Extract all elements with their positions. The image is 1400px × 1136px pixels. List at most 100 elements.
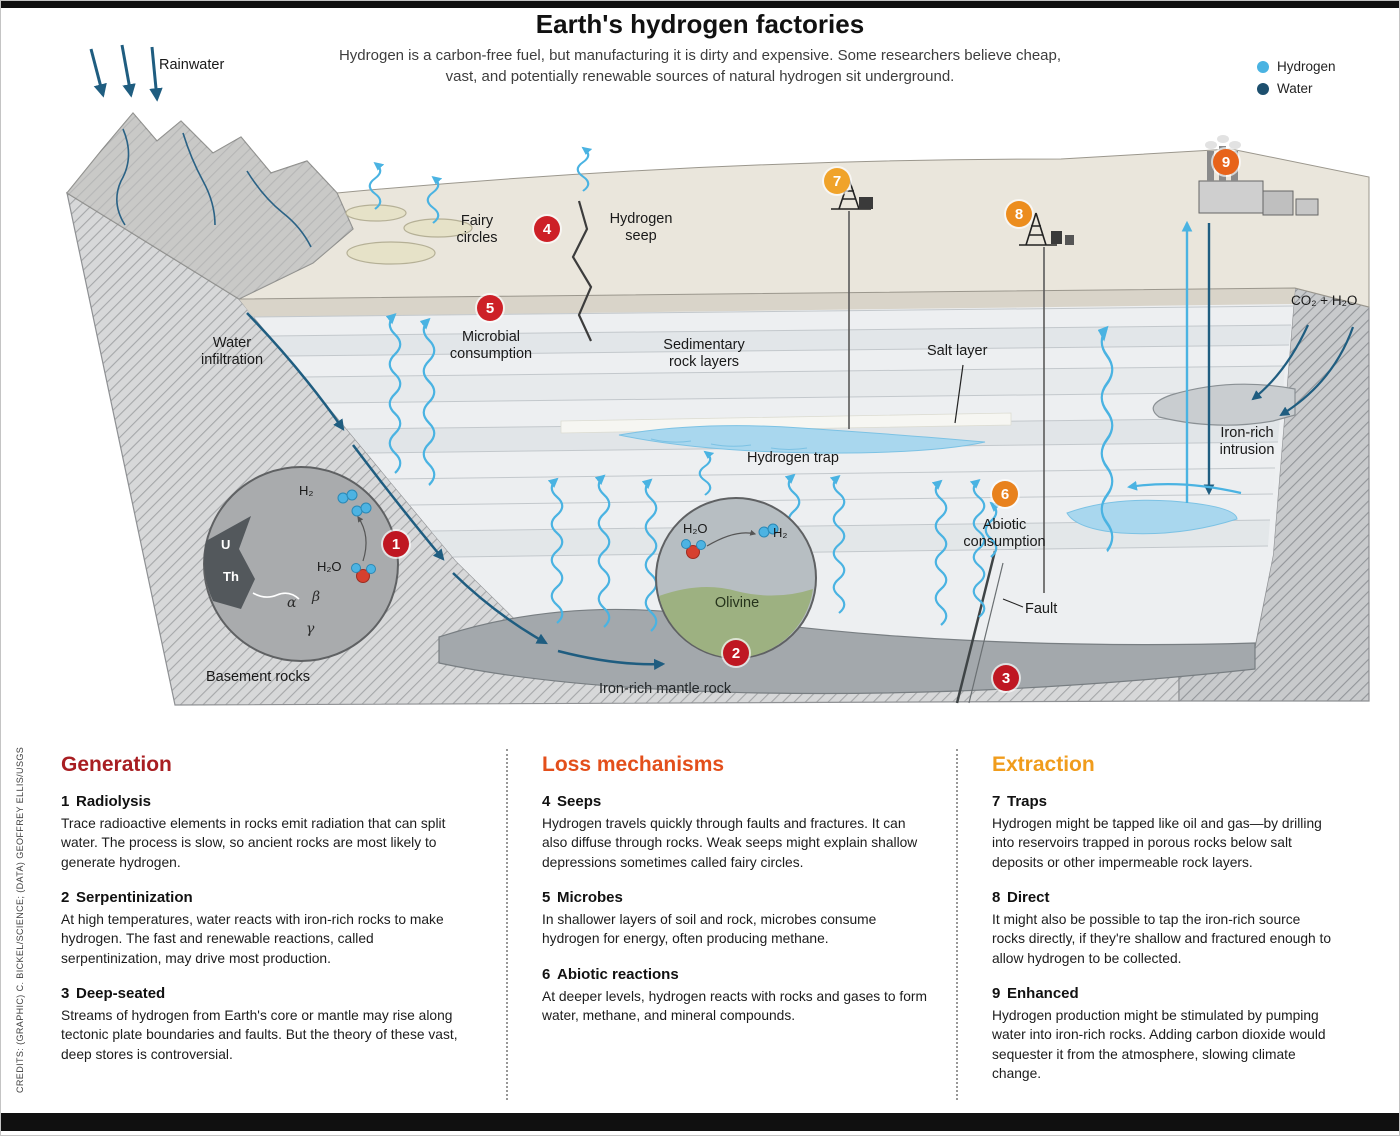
label-abiotic-consumption: Abiotic consumption: [963, 517, 1046, 550]
item-number: 7: [992, 793, 1001, 810]
item-body: It might also be possible to tap the iro…: [992, 911, 1332, 966]
marker-3-deep-seated: 3: [993, 665, 1019, 691]
item-title: Microbes: [557, 888, 623, 906]
item-title: Abiotic reactions: [557, 965, 679, 983]
legend-item-water: Water: [1257, 81, 1336, 96]
label-iron-rich-intrusion: Iron-rich intrusion: [1219, 425, 1275, 458]
cross-section-art: [66, 44, 1370, 706]
label-h2-radiolysis: H₂: [299, 483, 314, 498]
page-subtitle: Hydrogen is a carbon-free fuel, but manu…: [338, 47, 1062, 86]
marker-7-traps: 7: [824, 168, 850, 194]
item-number: 1: [61, 793, 70, 810]
section-loss-mechanisms: Loss mechanisms 4 Seeps Hydrogen travels …: [506, 749, 956, 1101]
label-water-infiltration: Water infiltration: [200, 335, 264, 368]
legend-item-hydrogen: Hydrogen: [1257, 59, 1336, 74]
item-serpentinization: 2 Serpentinization At high temperatures, …: [61, 889, 459, 968]
label-iron-rich-mantle-rock: Iron-rich mantle rock: [599, 681, 732, 697]
item-title: Enhanced: [1007, 984, 1079, 1002]
serpentinization-inset: [655, 497, 817, 659]
item-microbes: 5 Microbes In shallower layers of soil an…: [542, 889, 930, 949]
label-co2-h2o: CO₂ + H₂O: [1291, 293, 1358, 308]
section-title: Loss mechanisms: [542, 753, 725, 776]
label-beta: β: [312, 589, 321, 605]
item-title: Deep-seated: [76, 984, 166, 1002]
item-title: Seeps: [557, 793, 602, 810]
water-arrows: [246, 312, 1355, 671]
label-h2o-serpentinization: H₂O: [683, 521, 708, 536]
fault-line: [955, 550, 1024, 704]
marker-5-microbes: 5: [477, 295, 503, 321]
item-body: At high temperatures, water reacts with …: [61, 911, 444, 966]
hydrogen-trap-blob: [618, 425, 986, 454]
explainer-columns: Generation 1 Radiolysis Trace radioactive…: [61, 749, 1366, 1101]
hydrogen-dot-icon: [1257, 60, 1269, 73]
item-body: At deeper levels, hydrogen reacts with r…: [542, 988, 927, 1023]
item-number: 6: [542, 965, 551, 983]
item-body: Hydrogen production might be stimulated …: [992, 1007, 1326, 1081]
legend-label: Water: [1277, 81, 1313, 96]
item-body: In shallower layers of soil and rock, mi…: [542, 911, 877, 947]
label-hydrogen-trap: Hydrogen trap: [747, 450, 839, 466]
item-number: 4: [542, 793, 551, 810]
label-sedimentary-rock-layers: Sedimentary rock layers: [663, 337, 745, 370]
item-body: Trace radioactive elements in rocks emit…: [61, 816, 446, 870]
section-title: Generation: [61, 753, 172, 776]
marker-4-seeps: 4: [534, 216, 560, 242]
page-title: Earth's hydrogen factories: [535, 9, 865, 39]
item-body: Hydrogen might be tapped like oil and ga…: [992, 816, 1322, 870]
mountains: [66, 112, 354, 300]
item-title: Serpentinization: [76, 888, 193, 906]
credit-line: CREDITS: (GRAPHIC) C. BICKEL/SCIENCE; (D…: [15, 746, 25, 1093]
item-number: 8: [992, 888, 1001, 906]
label-basement-rocks: Basement rocks: [206, 669, 310, 685]
item-number: 9: [992, 984, 1001, 1002]
marker-9-enhanced: 9: [1213, 149, 1239, 175]
bottom-border-bar: [1, 1113, 1399, 1131]
item-enhanced: 9 Enhanced Hydrogen production might be s…: [992, 985, 1335, 1083]
item-abiotic-reactions: 6 Abiotic reactions At deeper levels, hyd…: [542, 966, 930, 1026]
header: Earth's hydrogen factories Hydrogen is a…: [1, 9, 1399, 88]
item-number: 5: [542, 888, 551, 906]
label-fault: Fault: [1025, 601, 1058, 617]
label-alpha: α: [287, 595, 297, 611]
label-salt-layer: Salt layer: [927, 343, 988, 359]
marker-6-abiotic: 6: [992, 481, 1018, 507]
section-extraction: Extraction 7 Traps Hydrogen might be tapp…: [956, 749, 1361, 1101]
item-number: 3: [61, 984, 70, 1002]
water-dot-icon: [1257, 82, 1269, 95]
section-title: Extraction: [992, 753, 1095, 776]
hydrogen-seep-crack: [571, 200, 593, 342]
item-title: Direct: [1007, 888, 1050, 906]
label-fairy-circles: Fairy circles: [456, 213, 498, 246]
top-border-bar: [1, 1, 1399, 8]
label-microbial-consumption: Microbial consumption: [449, 329, 533, 362]
item-radiolysis: 1 Radiolysis Trace radioactive elements i…: [61, 793, 459, 872]
label-gamma: γ: [306, 621, 315, 637]
item-title: Radiolysis: [76, 793, 152, 810]
legend-label: Hydrogen: [1277, 59, 1336, 74]
label-rainwater: Rainwater: [159, 57, 225, 73]
item-body: Hydrogen travels quickly through faults …: [542, 816, 918, 870]
label-hydrogen-seep: Hydrogen seep: [609, 211, 673, 244]
radiolysis-inset: [203, 466, 399, 662]
label-h2-serpentinization: H₂: [773, 525, 788, 540]
marker-1-radiolysis: 1: [383, 531, 409, 557]
rain-arrows: [89, 44, 163, 102]
drill-rig-7-icon: [831, 178, 873, 210]
drill-rig-8-icon: [1019, 212, 1074, 246]
label-uranium: U: [221, 537, 231, 552]
item-seeps: 4 Seeps Hydrogen travels quickly through …: [542, 793, 930, 872]
item-traps: 7 Traps Hydrogen might be tapped like oil…: [992, 793, 1335, 872]
legend: Hydrogen Water: [1257, 59, 1336, 103]
salt-layer-pointer: [954, 364, 964, 424]
fairy-circles-shapes: [345, 204, 473, 265]
item-number: 2: [61, 888, 70, 906]
label-thorium: Th: [223, 569, 239, 584]
label-h2o-radiolysis: H₂O: [317, 559, 342, 574]
marker-2-serpentinization: 2: [723, 640, 749, 666]
right-rock-face: [1178, 287, 1370, 702]
item-title: Traps: [1007, 793, 1048, 810]
section-generation: Generation 1 Radiolysis Trace radioactive…: [61, 749, 506, 1100]
